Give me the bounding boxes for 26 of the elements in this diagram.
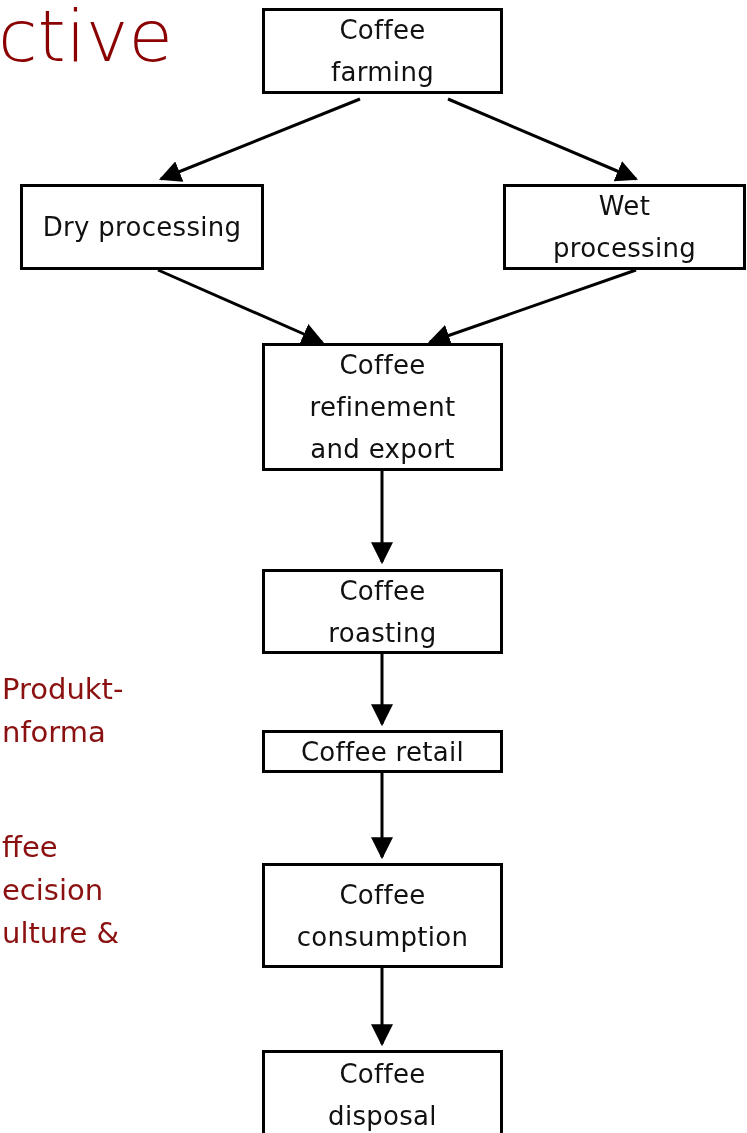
arrow [447,97,638,182]
arrow [371,471,393,565]
process-box [262,1050,503,1133]
process-box [262,8,503,94]
arrow [158,97,361,182]
arrow [371,773,393,860]
note-text: Produkt- nforma [2,671,125,751]
box-label: Coffee retail [300,735,465,769]
process-box [262,863,503,968]
box-label: Coffee farming [330,14,435,89]
process-box [262,730,503,773]
box-label: Wet processing [551,190,698,265]
box-label: Coffee disposal [327,1058,438,1133]
title: ctive [0,0,173,78]
box-label: Coffee refinement and export [308,349,457,466]
box-label: Coffee roasting [327,574,438,650]
process-box [262,569,503,654]
box-label: Dry processing [42,211,242,244]
arrow [371,968,393,1047]
arrow [371,654,393,727]
note-text: ffee ecision ulture & [2,829,121,952]
process-box [503,184,746,270]
arrow [157,268,324,345]
box-label: Coffee consumption [295,878,470,954]
process-box [20,184,264,270]
process-box [262,343,503,471]
